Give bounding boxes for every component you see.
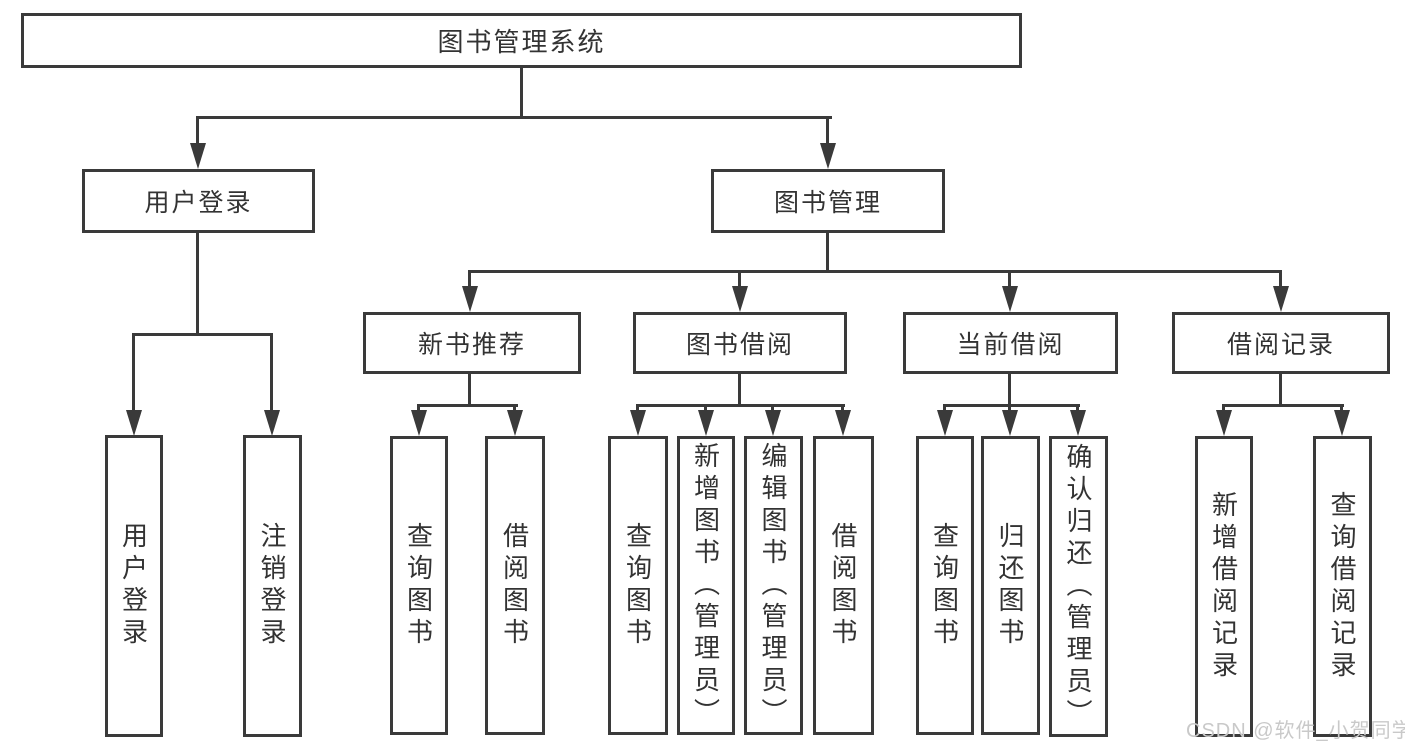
connector-user-login-split xyxy=(132,333,273,336)
connector-book-mgmt-split xyxy=(468,270,1282,273)
connector-records-drop xyxy=(1279,372,1282,407)
connector-root-drop xyxy=(520,66,523,118)
connector-root-split xyxy=(196,116,832,119)
leaf-borrowing-borrow-books: 借阅图书 xyxy=(813,436,874,735)
connector-to-user-login xyxy=(196,116,199,144)
connector-to-book-borrowing xyxy=(738,270,741,288)
connector-to-records-add xyxy=(1222,404,1225,412)
leaf-records-query-record: 查询借阅记录 xyxy=(1313,436,1372,737)
connector-to-book-management xyxy=(826,116,829,144)
node-book-management: 图书管理 xyxy=(711,169,945,233)
arrowhead-to-recommend-query xyxy=(411,410,427,436)
connector-to-recommend-borrow xyxy=(513,404,516,412)
connector-to-leaf-logout xyxy=(270,333,273,411)
arrowhead-to-records-add xyxy=(1216,410,1232,436)
connector-user-login-drop xyxy=(196,231,199,335)
leaf-logout-login: 注销登录 xyxy=(243,435,302,737)
connector-to-current-return xyxy=(1008,404,1011,412)
arrowhead-to-borrowing-records xyxy=(1273,286,1289,312)
connector-to-current-borrowing xyxy=(1008,270,1011,288)
arrowhead-to-book-management xyxy=(820,143,836,169)
node-user-login: 用户登录 xyxy=(82,169,315,233)
leaf-records-add-record: 新增借阅记录 xyxy=(1195,436,1253,737)
csdn-watermark: CSDN @软件_小贺同学 xyxy=(1186,720,1405,742)
arrowhead-to-borrowing-query xyxy=(630,410,646,436)
arrowhead-to-leaf-logout xyxy=(264,410,280,436)
connector-recommend-drop xyxy=(468,372,471,407)
arrowhead-to-records-query xyxy=(1334,410,1350,436)
leaf-borrowing-edit-books-admin: 编辑图书（管理员） xyxy=(744,436,803,735)
arrowhead-to-current-return xyxy=(1002,410,1018,436)
leaf-current-query-books: 查询图书 xyxy=(916,436,974,735)
connector-current-drop xyxy=(1008,372,1011,407)
arrowhead-to-borrowing-edit xyxy=(765,410,781,436)
leaf-recommend-borrow-books: 借阅图书 xyxy=(485,436,545,735)
connector-to-recommend-query xyxy=(417,404,420,412)
connector-to-current-confirm xyxy=(1076,404,1079,412)
arrowhead-to-current-borrowing xyxy=(1002,286,1018,312)
connector-to-borrowing-add xyxy=(704,404,707,412)
arrowhead-to-recommend-borrow xyxy=(507,410,523,436)
leaf-current-confirm-return-admin: 确认归还（管理员） xyxy=(1049,436,1108,737)
arrowhead-to-borrowing-borrow xyxy=(835,410,851,436)
node-borrowing-records: 借阅记录 xyxy=(1172,312,1390,374)
connector-borrowing-split xyxy=(636,404,845,407)
leaf-current-return-books: 归还图书 xyxy=(981,436,1040,735)
leaf-recommend-query-books: 查询图书 xyxy=(390,436,448,735)
node-current-borrowing: 当前借阅 xyxy=(903,312,1118,374)
node-library-management-system: 图书管理系统 xyxy=(21,13,1022,68)
connector-to-borrowing-query xyxy=(636,404,639,412)
arrowhead-to-user-login xyxy=(190,143,206,169)
arrowhead-to-current-query xyxy=(937,410,953,436)
arrowhead-to-borrowing-add xyxy=(698,410,714,436)
leaf-user-login: 用户登录 xyxy=(105,435,163,737)
arrowhead-to-book-borrowing xyxy=(732,286,748,312)
connector-current-split xyxy=(943,404,1080,407)
arrowhead-to-new-book-recommend xyxy=(462,286,478,312)
connector-to-current-query xyxy=(943,404,946,412)
connector-to-borrowing-edit xyxy=(771,404,774,412)
connector-to-new-book-recommend xyxy=(468,270,471,288)
connector-to-borrowing-records xyxy=(1279,270,1282,288)
connector-records-split xyxy=(1222,404,1344,407)
connector-to-records-query xyxy=(1340,404,1343,412)
node-new-book-recommend: 新书推荐 xyxy=(363,312,581,374)
connector-borrowing-drop xyxy=(738,372,741,407)
connector-to-borrowing-borrow xyxy=(841,404,844,412)
connector-to-leaf-user-login xyxy=(132,333,135,411)
arrowhead-to-current-confirm xyxy=(1070,410,1086,436)
connector-book-mgmt-drop xyxy=(826,231,829,273)
arrowhead-to-leaf-user-login xyxy=(126,410,142,436)
node-book-borrowing: 图书借阅 xyxy=(633,312,847,374)
leaf-borrowing-add-books-admin: 新增图书（管理员） xyxy=(677,436,735,735)
connector-recommend-split xyxy=(417,404,518,407)
leaf-borrowing-query-books: 查询图书 xyxy=(608,436,668,735)
